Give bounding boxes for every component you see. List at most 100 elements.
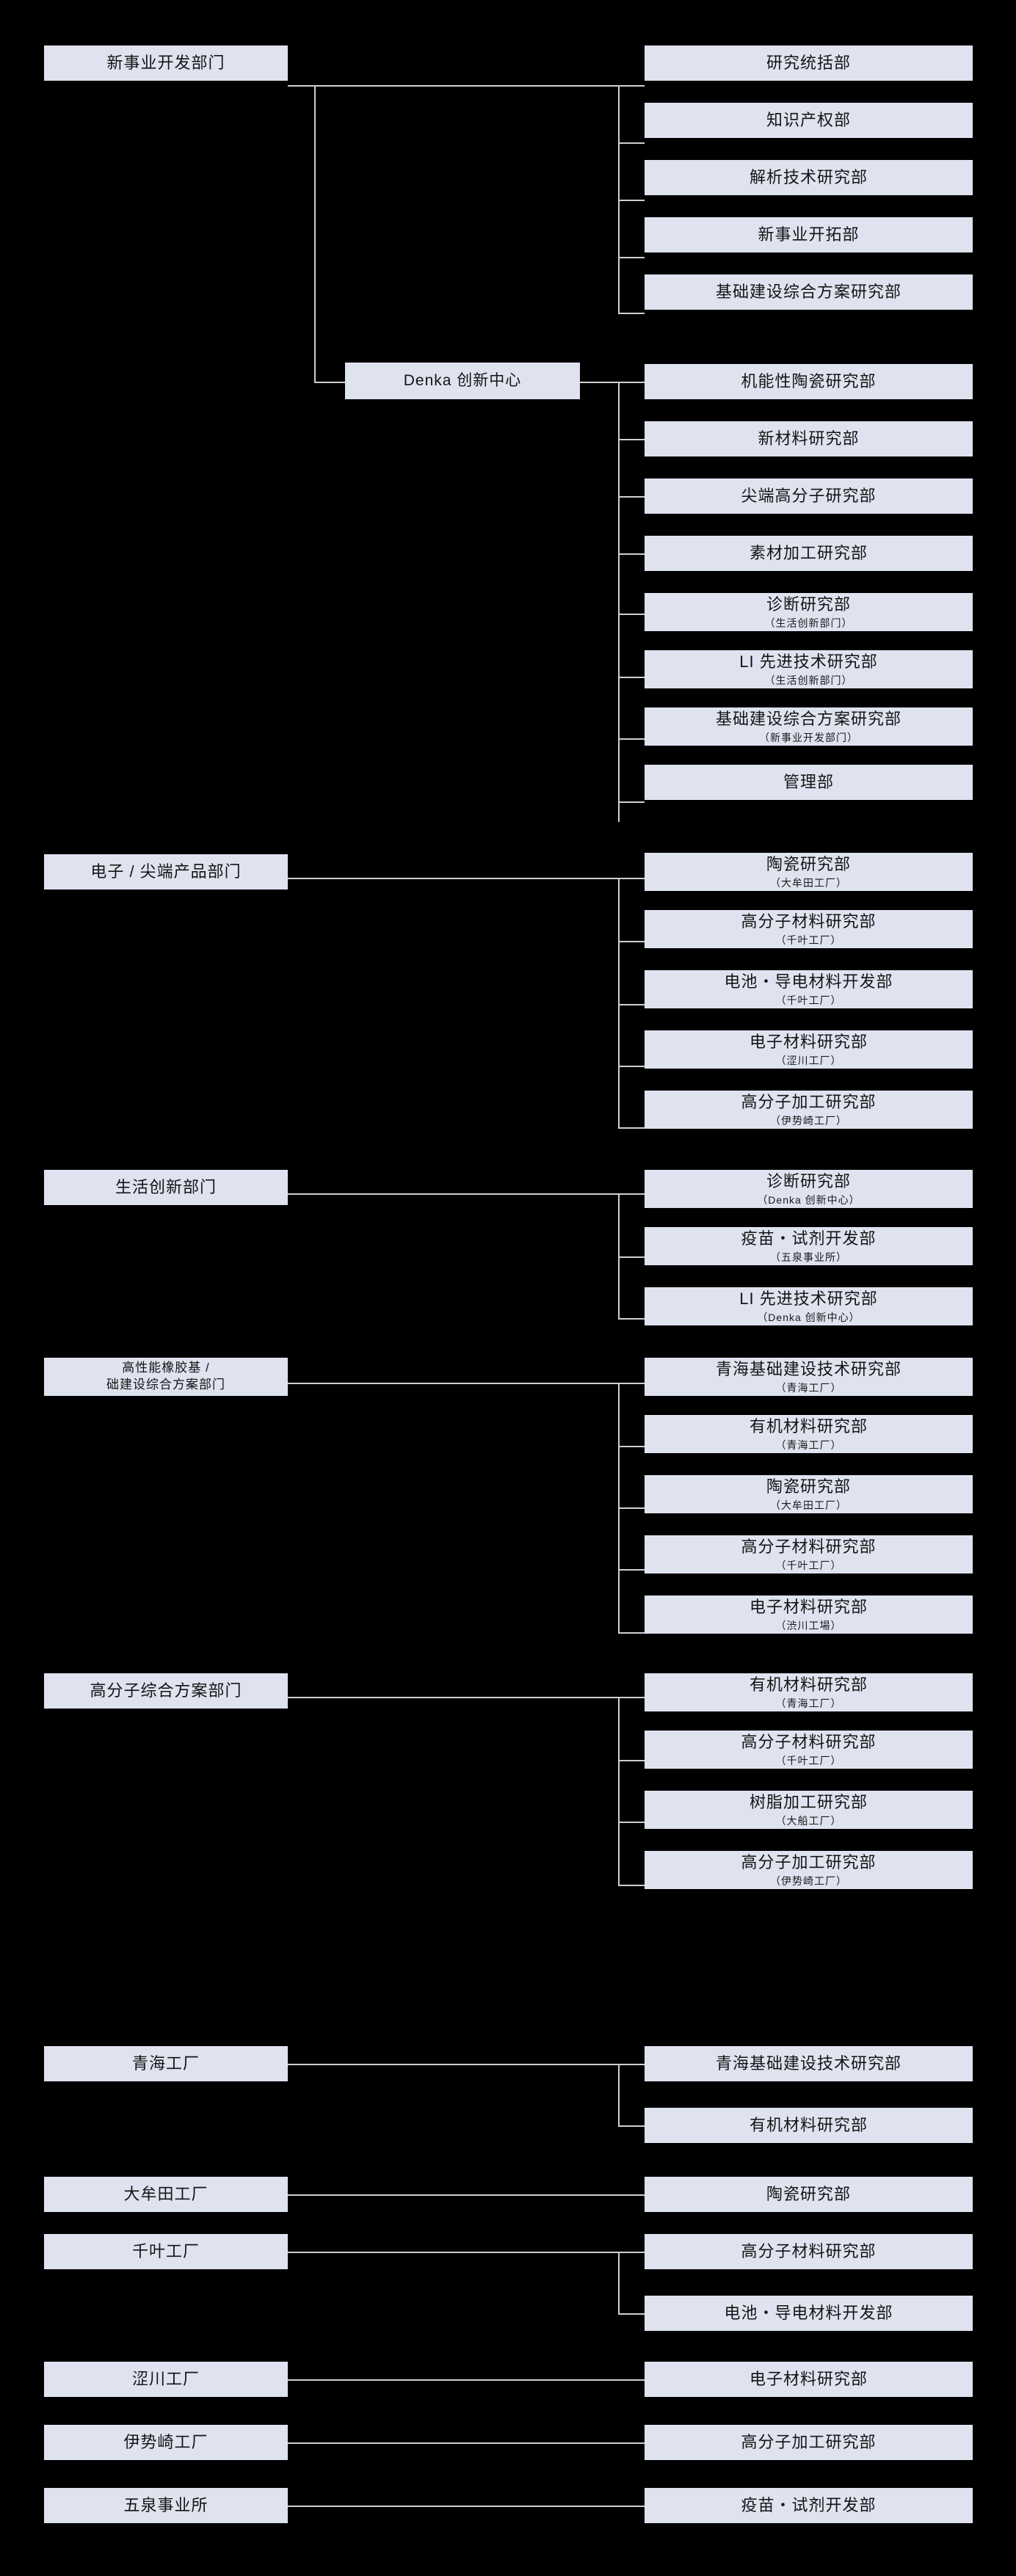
dept-site-note: （伊势崎工厂） — [770, 1114, 847, 1127]
dept-title: 电子材料研究部 — [749, 1033, 868, 1051]
dept-title: 研究统括部 — [766, 54, 851, 73]
connector-site-omuta-trunk — [288, 2194, 645, 2196]
site-chiba[interactable]: 千叶工厂 — [44, 2234, 288, 2269]
division-polymer-solutions[interactable]: 高分子综合方案部门 — [44, 1673, 288, 1709]
site-isesaki[interactable]: 伊势崎工厂 — [44, 2425, 288, 2460]
connector-polymer-stub-1 — [618, 1760, 645, 1761]
dept-ceramics-omuta-ei[interactable]: 陶瓷研究部 （大牟田工厂） — [645, 1475, 973, 1513]
dept-li-advanced-tech-ic[interactable]: LI 先进技术研究部 （生活创新部门） — [645, 650, 973, 688]
dept-polymer-processing-isesaki-ps[interactable]: 高分子加工研究部 （伊势崎工厂） — [645, 1851, 973, 1889]
site-qinghai[interactable]: 青海工厂 — [44, 2046, 288, 2081]
site-omuta[interactable]: 大牟田工厂 — [44, 2177, 288, 2212]
dept-title: 青海基础建设技术研究部 — [715, 2054, 901, 2073]
dept-li-advanced-tech[interactable]: LI 先进技术研究部 （Denka 创新中心） — [645, 1287, 973, 1325]
dept-vaccine-reagent-gosen[interactable]: 疫苗・试剂开发部 （五泉事业所） — [645, 1227, 973, 1265]
dept-title: 管理部 — [783, 773, 834, 792]
dept-polymer-processing-isesaki[interactable]: 高分子加工研究部 （伊势崎工厂） — [645, 1091, 973, 1129]
connector-site-gosen-trunk — [288, 2506, 645, 2507]
connector-hub-stub-3 — [618, 553, 645, 555]
dept-new-materials[interactable]: 新材料研究部 — [645, 421, 973, 456]
connector-site-chiba-stub — [618, 2313, 645, 2315]
connector-life-trunk — [288, 1193, 645, 1195]
connector-electronics-stub-3 — [618, 1066, 645, 1067]
site-gosen[interactable]: 五泉事业所 — [44, 2488, 288, 2523]
site-label: 大牟田工厂 — [123, 2185, 208, 2204]
division-new-business[interactable]: 新事业开发部门 — [44, 46, 288, 81]
dept-electronic-materials-shibukawa[interactable]: 电子材料研究部 （涩川工厂） — [645, 1030, 973, 1069]
dept-title: 有机材料研究部 — [749, 1417, 868, 1436]
dept-polymer-materials-chiba[interactable]: 高分子材料研究部 （千叶工厂） — [645, 910, 973, 948]
site-dept-polymer-materials[interactable]: 高分子材料研究部 — [645, 2234, 973, 2269]
division-label: 高分子综合方案部门 — [90, 1681, 242, 1700]
dept-site-note: （Denka 创新中心） — [757, 1311, 860, 1323]
connector-hub-stub-5 — [618, 677, 645, 678]
dept-polymer-materials-chiba-ei[interactable]: 高分子材料研究部 （千叶工厂） — [645, 1535, 973, 1573]
dept-title: 新材料研究部 — [758, 429, 860, 448]
dept-title: 尖端高分子研究部 — [741, 487, 877, 506]
dept-qinghai-infrastructure-tech[interactable]: 青海基础建设技术研究部 （青海工厂） — [645, 1358, 973, 1396]
dept-title: 电子材料研究部 — [749, 1598, 868, 1616]
dept-title: 机能性陶瓷研究部 — [741, 372, 877, 391]
site-dept-electronic-materials[interactable]: 电子材料研究部 — [645, 2362, 973, 2397]
dept-electronic-materials-shibukawa-ei[interactable]: 电子材料研究部 （渋川工場） — [645, 1596, 973, 1634]
division-elastomer-infrastructure[interactable]: 高性能橡胶基 / 础建设综合方案部门 — [44, 1358, 288, 1396]
site-dept-qinghai-infrastructure-tech[interactable]: 青海基础建设技术研究部 — [645, 2046, 973, 2081]
dept-administration[interactable]: 管理部 — [645, 765, 973, 800]
connector-hub-drop — [314, 85, 316, 383]
dept-title: 高分子加工研究部 — [741, 1853, 877, 1871]
site-dept-vaccine-reagent[interactable]: 疫苗・试剂开发部 — [645, 2488, 973, 2523]
dept-advanced-polymer[interactable]: 尖端高分子研究部 — [645, 479, 973, 514]
site-shibukawa[interactable]: 涩川工厂 — [44, 2362, 288, 2397]
dept-analysis-technology[interactable]: 解析技术研究部 — [645, 160, 973, 195]
connector-polymer-spine — [618, 1697, 620, 1885]
dept-title: 基础建设综合方案研究部 — [715, 710, 901, 728]
dept-resin-processing-ofuna[interactable]: 树脂加工研究部 （大船工厂） — [645, 1791, 973, 1829]
connector-new-business-trunk — [288, 85, 645, 87]
dept-polymer-materials-chiba-ps[interactable]: 高分子材料研究部 （千叶工厂） — [645, 1731, 973, 1769]
dept-infra-solutions-ic[interactable]: 基础建设综合方案研究部 （新事业开发部门） — [645, 707, 973, 746]
dept-organic-materials-qinghai-ps[interactable]: 有机材料研究部 （青海工厂） — [645, 1673, 973, 1711]
dept-title: LI 先进技术研究部 — [739, 1289, 878, 1308]
dept-intellectual-property[interactable]: 知识产权部 — [645, 103, 973, 138]
dept-functional-ceramics[interactable]: 机能性陶瓷研究部 — [645, 364, 973, 399]
division-electronics[interactable]: 电子 / 尖端产品部门 — [44, 854, 288, 889]
dept-new-business-development[interactable]: 新事业开拓部 — [645, 217, 973, 252]
dept-title: 解析技术研究部 — [749, 168, 868, 187]
dept-infrastructure-solutions-research[interactable]: 基础建设综合方案研究部 — [645, 274, 973, 310]
site-dept-organic-materials[interactable]: 有机材料研究部 — [645, 2108, 973, 2143]
division-label-line1: 高性能橡胶基 / — [122, 1361, 210, 1375]
site-dept-polymer-processing[interactable]: 高分子加工研究部 — [645, 2425, 973, 2460]
hub-label: Denka 创新中心 — [403, 371, 522, 389]
dept-title: 高分子加工研究部 — [741, 2433, 877, 2452]
dept-site-note: （千叶工厂） — [775, 1754, 842, 1767]
site-dept-ceramics[interactable]: 陶瓷研究部 — [645, 2177, 973, 2212]
dept-ceramics-omuta[interactable]: 陶瓷研究部 （大牟田工厂） — [645, 853, 973, 891]
site-label: 伊势崎工厂 — [123, 2433, 208, 2452]
connector-life-stub-1 — [618, 1256, 645, 1258]
dept-research-general[interactable]: 研究统括部 — [645, 46, 973, 81]
division-life-innovation[interactable]: 生活创新部门 — [44, 1170, 288, 1205]
dept-title: 高分子材料研究部 — [741, 1733, 877, 1751]
connector-elastomer-trunk — [288, 1383, 645, 1384]
dept-title: 陶瓷研究部 — [766, 2185, 851, 2204]
denka-innovation-center[interactable]: Denka 创新中心 — [345, 363, 580, 399]
dept-title: 高分子材料研究部 — [741, 2242, 877, 2261]
connector-site-qinghai-trunk — [288, 2064, 645, 2065]
dept-diagnostics-li[interactable]: 诊断研究部 （Denka 创新中心） — [645, 1170, 973, 1208]
dept-title: 陶瓷研究部 — [766, 855, 851, 873]
dept-organic-materials-qinghai-ei[interactable]: 有机材料研究部 （青海工厂） — [645, 1415, 973, 1453]
dept-title: 电池・导电材料开发部 — [724, 2304, 893, 2323]
dept-parent-note: （新事业开发部门） — [759, 731, 858, 743]
site-dept-battery-conductive-materials[interactable]: 电池・导电材料开发部 — [645, 2296, 973, 2331]
division-label-line2: 础建设综合方案部门 — [106, 1378, 225, 1391]
dept-site-note: （五泉事业所） — [770, 1251, 847, 1263]
dept-title: 疫苗・试剂开发部 — [741, 1229, 877, 1248]
dept-battery-conductive-materials-chiba[interactable]: 电池・导电材料开发部 （千叶工厂） — [645, 970, 973, 1008]
dept-site-note: （青海工厂） — [775, 1438, 842, 1451]
dept-material-processing[interactable]: 素材加工研究部 — [645, 536, 973, 571]
dept-diagnostics-ic[interactable]: 诊断研究部 （生活创新部门） — [645, 593, 973, 631]
connector-hub-stub-6 — [618, 738, 645, 740]
connector-site-chiba-spine — [618, 2252, 620, 2315]
site-label: 千叶工厂 — [131, 2242, 200, 2261]
connector-hub-stub-4 — [618, 614, 645, 615]
